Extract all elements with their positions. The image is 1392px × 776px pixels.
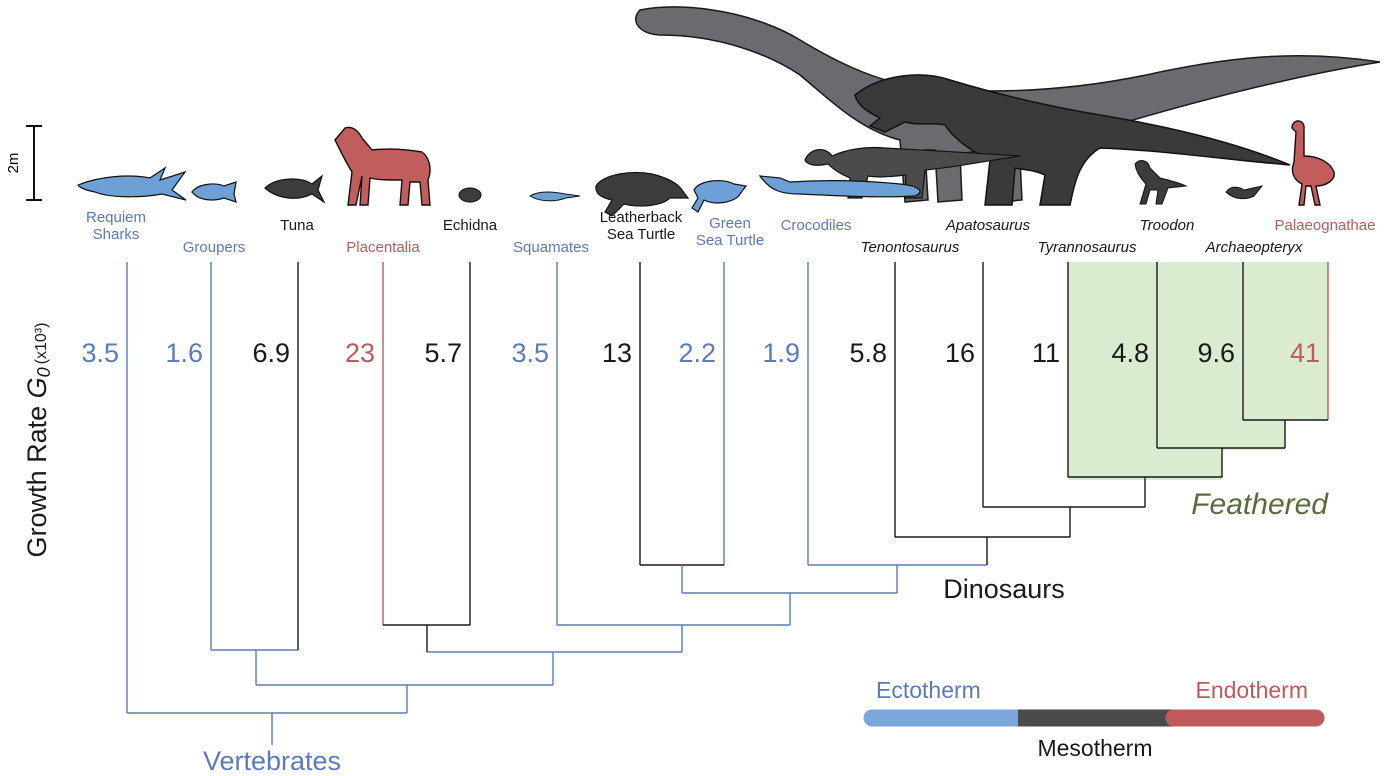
legend-label-mesotherm: Mesotherm bbox=[1037, 735, 1152, 761]
rate-apatosaurus: 16 bbox=[945, 338, 975, 368]
rate-leatherback-sea-turtle: 13 bbox=[602, 338, 632, 368]
clade-label-dinosaurs: Dinosaurs bbox=[943, 574, 1065, 604]
taxon-label-groupers: Groupers bbox=[183, 239, 246, 256]
rate-requiem-sharks: 3.5 bbox=[81, 338, 119, 368]
green-turtle-silhouette bbox=[692, 181, 746, 212]
rate-troodon: 4.8 bbox=[1111, 338, 1149, 368]
rate-green-sea-turtle: 2.2 bbox=[678, 338, 716, 368]
taxon-label-squamates: Squamates bbox=[513, 239, 589, 256]
taxon-label-placentalia: Placentalia bbox=[346, 239, 420, 256]
ostrich-silhouette bbox=[1292, 121, 1334, 205]
rate-groupers: 1.6 bbox=[165, 338, 203, 368]
taxon-label-crocodiles: Crocodiles bbox=[781, 217, 852, 234]
grouper-silhouette bbox=[192, 182, 236, 202]
shark-silhouette bbox=[78, 168, 186, 200]
svg-text:Growth Rate G0(x: Growth Rate G0 (x10³) bbox=[22, 323, 54, 558]
echidna-silhouette bbox=[459, 188, 481, 202]
archaeopteryx-silhouette bbox=[1226, 186, 1262, 199]
rate-tenontosaurus: 5.8 bbox=[849, 338, 887, 368]
legend-label-ectotherm: Ectotherm bbox=[876, 677, 981, 703]
taxon-label-palaeognathae: Palaeognathae bbox=[1275, 217, 1376, 234]
horse-silhouette bbox=[335, 127, 430, 205]
rate-archaeopteryx: 9.6 bbox=[1197, 338, 1235, 368]
taxon-label-archaeopteryx: Archaeopteryx bbox=[1205, 239, 1303, 256]
y-axis-title: Growth Rate bbox=[22, 406, 52, 558]
taxon-label-apatosaurus: Apatosaurus bbox=[945, 217, 1031, 234]
taxon-label-echidna: Echidna bbox=[443, 217, 498, 234]
rate-squamates: 3.5 bbox=[511, 338, 549, 368]
rate-tuna: 6.9 bbox=[252, 338, 290, 368]
y-axis-label: Growth Rate G0 (x10³) bbox=[22, 323, 54, 558]
scale-bar: 2m bbox=[5, 126, 42, 200]
legend-label-endotherm: Endotherm bbox=[1195, 677, 1308, 703]
scale-bar-label: 2m bbox=[5, 153, 22, 174]
y-axis-unit: (x10³) bbox=[33, 323, 50, 365]
tuna-silhouette bbox=[265, 176, 324, 202]
rate-placentalia: 23 bbox=[345, 338, 375, 368]
rate-echidna: 5.7 bbox=[424, 338, 462, 368]
troodon-silhouette bbox=[1135, 161, 1186, 204]
lizard-silhouette bbox=[530, 192, 580, 201]
clade-label-vertebrates: Vertebrates bbox=[203, 746, 341, 776]
y-axis-subscript: 0 bbox=[34, 367, 54, 377]
thermal-legend: Ectotherm Endotherm Mesotherm bbox=[872, 677, 1316, 761]
taxon-label-tyrannosaurus: Tyrannosaurus bbox=[1038, 239, 1137, 256]
crocodile-silhouette bbox=[760, 176, 920, 197]
rate-crocodiles: 1.9 bbox=[762, 338, 800, 368]
taxon-label-tuna: Tuna bbox=[280, 217, 314, 234]
taxon-label-troodon: Troodon bbox=[1140, 217, 1195, 234]
rate-palaeognathae: 41 bbox=[1290, 338, 1320, 368]
taxon-label-tenontosaurus: Tenontosaurus bbox=[861, 239, 960, 256]
growth-rate-values: 3.5 1.6 6.9 23 5.7 3.5 13 2.2 1.9 5.8 16 11 4.8 9.6 41 bbox=[81, 338, 1320, 368]
y-axis-symbol: G bbox=[22, 377, 52, 398]
clade-label-feathered: Feathered bbox=[1191, 488, 1329, 521]
animal-silhouettes bbox=[78, 7, 1380, 216]
rate-tyrannosaurus: 11 bbox=[1032, 338, 1060, 368]
